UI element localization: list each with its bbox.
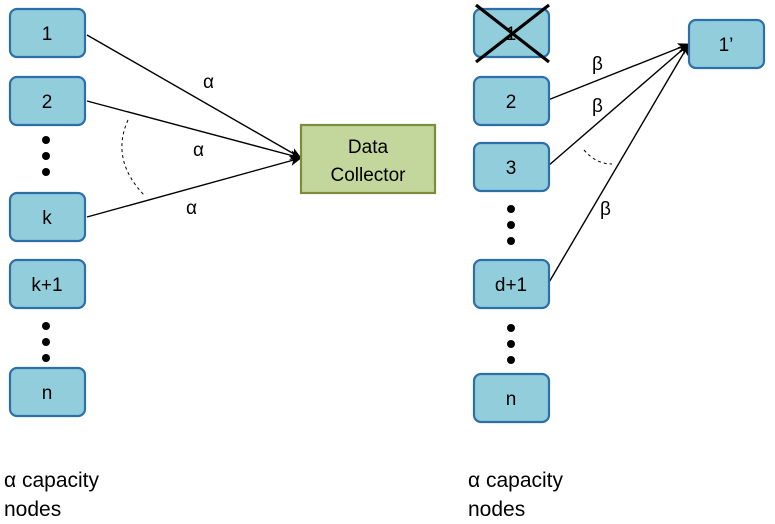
node-n-right-label: n [506, 389, 517, 410]
node-2: 2 [8, 75, 87, 127]
angle-arc-right [583, 149, 613, 165]
node-n-left: n [8, 366, 87, 418]
node-2-right: 2 [472, 75, 551, 127]
node-n-left-label: n [42, 383, 53, 404]
node-k: k [8, 191, 87, 243]
vertical-ellipsis-right-1 [507, 205, 515, 245]
node-k-plus-1-label: k+1 [31, 275, 62, 296]
caption-right: α capacity nodes [468, 466, 563, 524]
data-collector: Data Collector [299, 123, 437, 195]
edge-label-alpha-1: α [203, 72, 214, 93]
node-k-plus-1: k+1 [8, 258, 87, 310]
edge-node-2-to-newcomer [547, 43, 690, 101]
caption-right-line1: α capacity [468, 469, 564, 492]
angle-arc-left [121, 119, 146, 197]
node-2-right-label: 2 [506, 92, 517, 113]
data-collector-label-line1: Data [348, 137, 389, 158]
cross-out-icon-stroke-2 [475, 3, 550, 64]
node-n-right: n [472, 372, 551, 424]
newcomer-node: 1’ [687, 18, 766, 70]
edge-label-beta-1: β [592, 54, 603, 75]
caption-left: α capacity nodes [4, 466, 99, 524]
node-3-right-label: 3 [506, 158, 517, 179]
node-1-label: 1 [42, 24, 53, 45]
node-d-plus-1: d+1 [472, 258, 551, 310]
data-collector-label-line2: Collector [331, 165, 407, 186]
vertical-ellipsis-left-1 [42, 136, 50, 176]
node-d-plus-1-label: d+1 [495, 275, 527, 296]
node-3-right: 3 [472, 141, 551, 193]
caption-left-line1: α capacity [4, 469, 100, 492]
edge-node-d-plus-1-to-newcomer [547, 43, 690, 285]
newcomer-node-label: 1’ [719, 35, 734, 56]
edge-node-k-to-collector [86, 156, 302, 218]
edge-label-alpha-2: α [193, 140, 204, 161]
caption-left-line2: nodes [4, 498, 62, 521]
edge-label-beta-2: β [592, 96, 603, 117]
edge-label-beta-3: β [600, 199, 611, 220]
node-1: 1 [8, 7, 87, 59]
edge-node-2-to-collector [86, 100, 302, 161]
edge-label-alpha-3: α [186, 198, 197, 219]
node-k-label: k [42, 208, 52, 229]
edge-node-3-to-newcomer [547, 43, 690, 167]
vertical-ellipsis-left-2 [42, 322, 50, 362]
caption-right-line2: nodes [468, 498, 526, 521]
failed-node-1: 1 [472, 3, 551, 64]
node-2-label: 2 [42, 92, 53, 113]
edge-node-1-to-collector [86, 34, 302, 159]
vertical-ellipsis-right-2 [507, 324, 515, 364]
